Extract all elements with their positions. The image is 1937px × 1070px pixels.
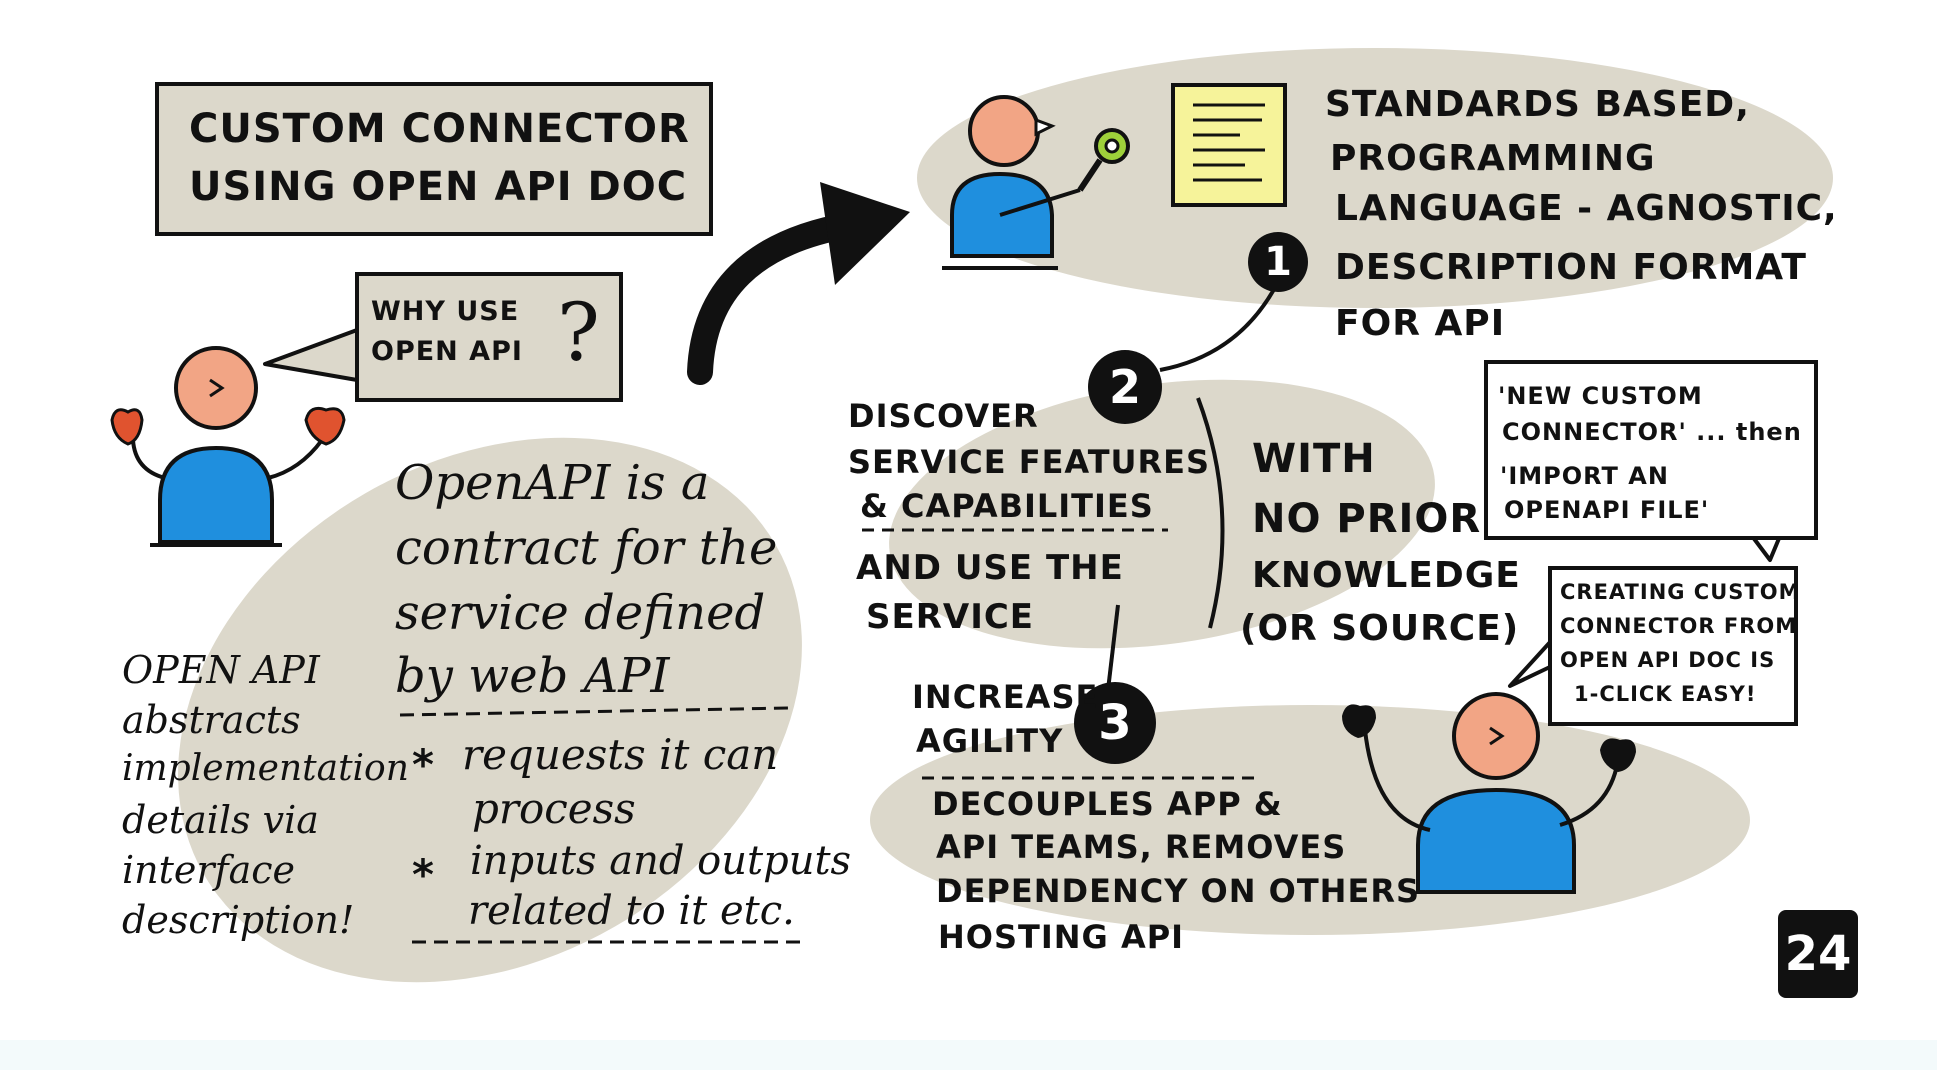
bullet-2-line-2: related to it etc.	[468, 888, 795, 934]
bubble-why-tail	[263, 328, 359, 382]
with-line-4: (OR SOURCE)	[1240, 608, 1520, 649]
bullet-1-line-1: requests it can	[462, 730, 779, 779]
with-line-2: NO PRIOR	[1252, 496, 1482, 542]
standards-line-5: FOR API	[1335, 303, 1506, 344]
title-line-1: CUSTOM CONNECTOR	[189, 106, 690, 152]
standards-line-4: DESCRIPTION FORMAT	[1335, 247, 1807, 288]
question-mark: ?	[557, 286, 600, 379]
title-line-2: USING OPEN API DOC	[189, 164, 688, 210]
speech-bubble-easy: CREATING CUSTOM CONNECTOR FROM OPEN API …	[1548, 566, 1801, 726]
ellipse-discover	[889, 379, 1435, 649]
abstracts-line-4: details via	[122, 798, 319, 842]
discover-line-2: SERVICE FEATURES	[848, 443, 1211, 481]
badge-1: 1	[1248, 232, 1308, 292]
connector-2-3	[1106, 604, 1120, 691]
decouples-line-2: API TEAMS, REMOVES	[936, 828, 1347, 866]
bullet-1-line-2: process	[472, 784, 636, 833]
easy-line-1: CREATING CUSTOM	[1560, 580, 1801, 604]
ellipse-contract	[178, 437, 802, 983]
key-icon	[1077, 128, 1130, 192]
standards-line-1: STANDARDS BASED,	[1325, 84, 1750, 125]
person-easy	[1342, 692, 1636, 894]
decouples-line-4: HOSTING API	[938, 918, 1185, 956]
with-line-1: WITH	[1252, 436, 1376, 482]
contract-line-2: contract for the	[395, 520, 778, 576]
use-line-2: SERVICE	[866, 597, 1035, 637]
agility-line-2: AGILITY	[916, 722, 1064, 760]
title-box: CUSTOM CONNECTOR USING OPEN API DOC	[155, 82, 713, 236]
discover-line-3: & CAPABILITIES	[860, 487, 1154, 525]
abstracts-line-3: implementation	[122, 748, 409, 789]
standards-line-3: LANGUAGE - AGNOSTIC,	[1335, 188, 1838, 229]
import-line-1: 'NEW CUSTOM	[1498, 382, 1703, 410]
import-line-4: OPENAPI FILE'	[1504, 496, 1710, 524]
decouples-line-1: DECOUPLES APP &	[932, 785, 1283, 823]
why-line-1: WHY USE	[371, 296, 520, 327]
abstracts-line-5: interface	[122, 848, 296, 892]
page-number: 24	[1778, 910, 1858, 998]
bullet-star-2: *	[412, 850, 434, 899]
contract-line-1: OpenAPI is a	[395, 455, 710, 511]
abstracts-line-2: abstracts	[122, 698, 301, 742]
bullet-star-1: *	[412, 740, 434, 789]
decouples-line-3: DEPENDENCY ON OTHERS	[936, 872, 1420, 910]
bracket-with	[1196, 397, 1225, 629]
speech-bubble-import: 'NEW CUSTOM CONNECTOR' ... then 'IMPORT …	[1484, 360, 1818, 540]
arrow-curve	[687, 212, 863, 385]
bullet-2-line-1: inputs and outputs	[470, 838, 852, 884]
standards-line-2: PROGRAMMING	[1330, 138, 1656, 179]
person-developer	[942, 95, 1081, 270]
document-icon	[1171, 83, 1287, 207]
with-line-3: KNOWLEDGE	[1252, 555, 1521, 596]
ellipse-standards	[917, 48, 1833, 308]
easy-line-3: OPEN API DOC IS	[1560, 648, 1776, 672]
easy-line-2: CONNECTOR FROM	[1560, 614, 1798, 638]
contract-line-4: by web API	[395, 648, 670, 704]
speech-bubble-why: WHY USE OPEN API ?	[355, 272, 623, 402]
import-line-3: 'IMPORT AN	[1500, 462, 1669, 490]
contract-line-3: service defined	[395, 585, 766, 641]
import-line-2: CONNECTOR' ... then	[1502, 418, 1802, 446]
use-line-1: AND USE THE	[856, 548, 1124, 588]
easy-line-4: 1-CLICK EASY!	[1574, 682, 1757, 706]
badge-2: 2	[1088, 350, 1162, 424]
person-asking	[110, 346, 346, 547]
badge-3: 3	[1074, 682, 1156, 764]
discover-line-1: DISCOVER	[848, 397, 1039, 435]
abstracts-line-1: OPEN API	[122, 648, 320, 692]
agility-line-1: INCREASE	[912, 678, 1099, 716]
arrow-head	[820, 182, 910, 285]
why-line-2: OPEN API	[371, 336, 523, 367]
connector-1-2	[1159, 281, 1280, 372]
abstracts-line-6: description!	[122, 898, 355, 942]
